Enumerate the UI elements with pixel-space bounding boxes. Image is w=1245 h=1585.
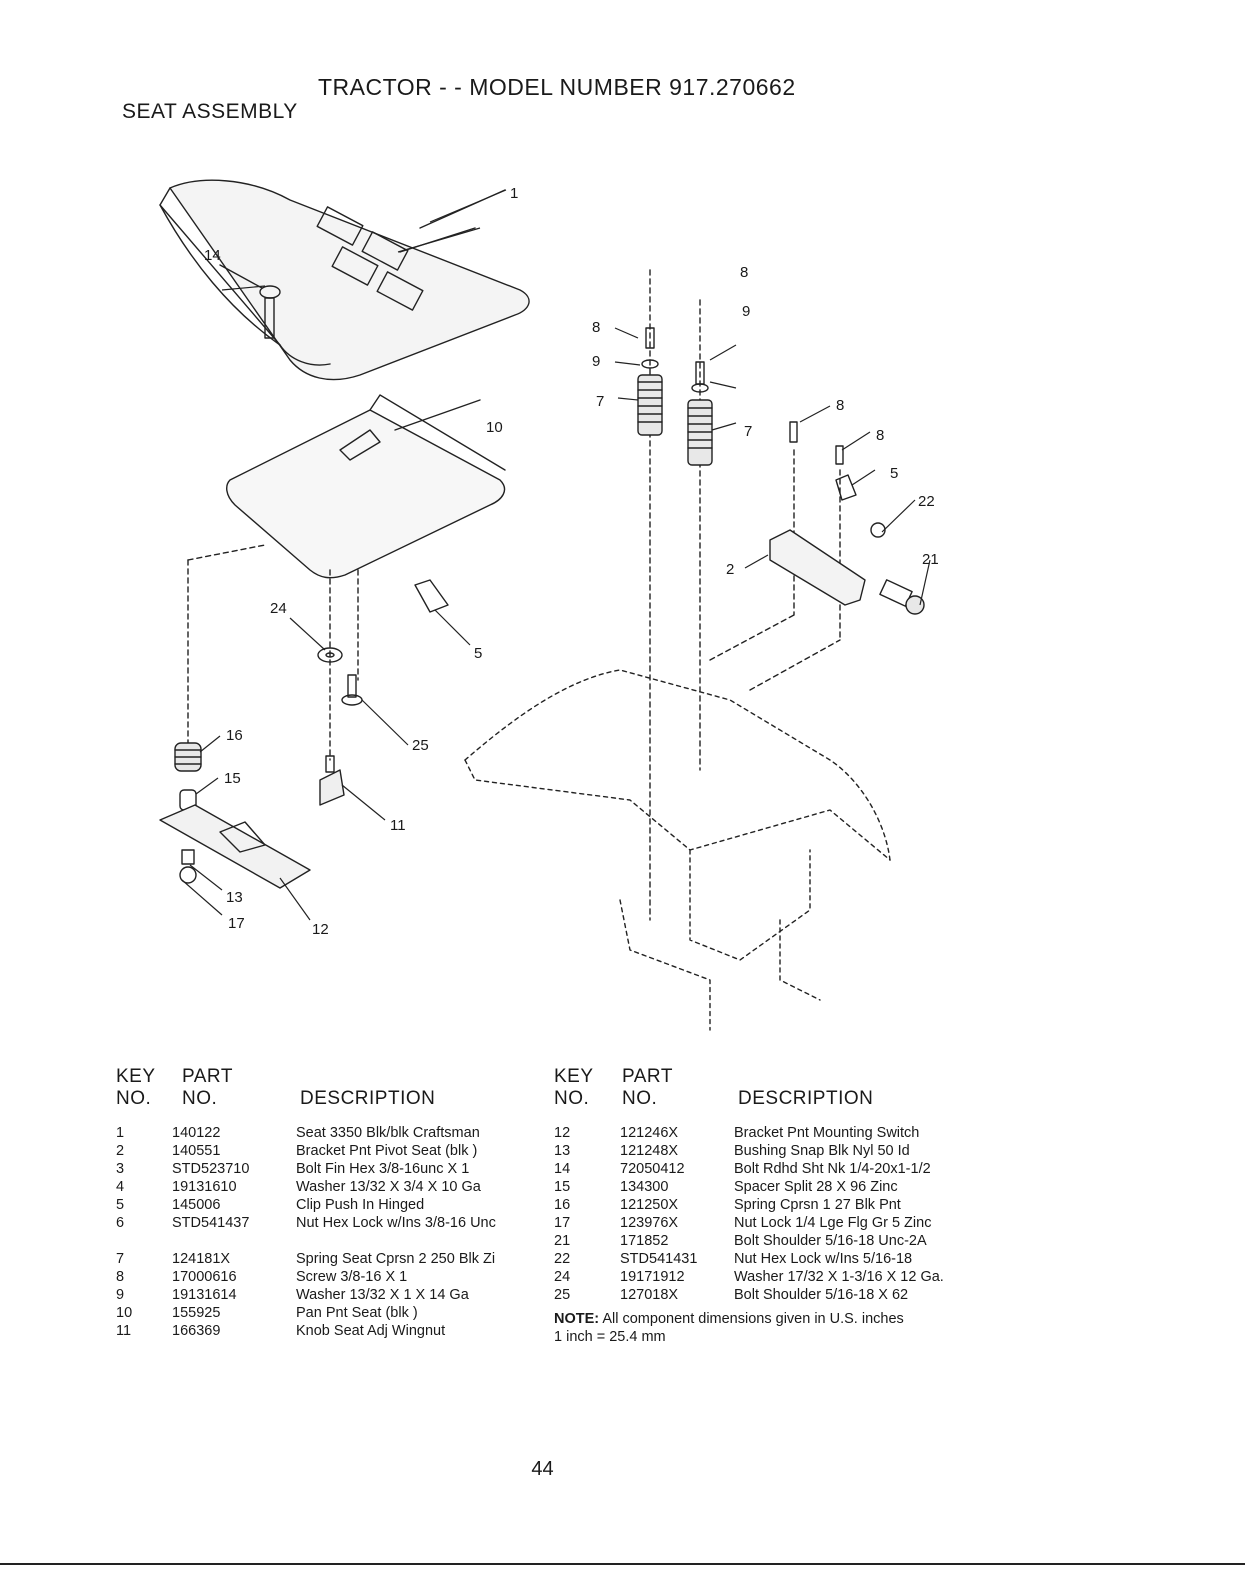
parts-header: KEY NO. PART NO. DESCRIPTION [554, 1066, 984, 1124]
callout-8c: 8 [836, 397, 844, 414]
callout-10: 10 [486, 419, 503, 436]
callout-5a: 5 [890, 465, 898, 482]
bolt-25-part [341, 674, 363, 706]
callout-14: 14 [204, 247, 221, 264]
diagram-svg: 1 14 10 8 9 7 8 9 7 8 8 5 22 21 2 24 5 1… [159, 179, 939, 1031]
bottom-rule [0, 1563, 1245, 1565]
callout-22: 22 [918, 493, 935, 510]
washer-24-part [317, 647, 343, 663]
spring-7-left-part [637, 374, 663, 436]
key-header: KEY NO. [116, 1066, 156, 1109]
callout-21: 21 [922, 551, 939, 568]
note-conversion: 1 inch = 25.4 mm [554, 1329, 666, 1345]
clip-5-right-part [835, 474, 857, 501]
page-title: TRACTOR - - MODEL NUMBER 917.270662 [318, 74, 796, 100]
callout-8d: 8 [876, 427, 884, 444]
callout-13: 13 [226, 889, 243, 906]
bolt-14-part [219, 264, 281, 339]
callout-5b: 5 [474, 645, 482, 662]
callout-24: 24 [270, 600, 287, 617]
key-header: KEY NO. [554, 1066, 594, 1109]
seat-part [159, 179, 530, 381]
alignment-lines [187, 269, 841, 921]
switch-bracket-part [159, 804, 311, 889]
knob-11-part [319, 755, 345, 806]
parts-header: KEY NO. PART NO. DESCRIPTION [116, 1066, 546, 1124]
callout-9b: 9 [742, 303, 750, 320]
shoulder-bolt-part [870, 522, 925, 615]
note-label: NOTE: [554, 1311, 600, 1327]
callout-17: 17 [228, 915, 245, 932]
description-header: DESCRIPTION [738, 1088, 874, 1109]
tractor-frame [464, 669, 891, 1031]
callout-8b: 8 [740, 264, 748, 281]
callout-1: 1 [510, 185, 518, 202]
clip-5-left-part [414, 579, 449, 613]
callout-7a: 7 [596, 393, 604, 410]
callout-12: 12 [312, 921, 329, 938]
callout-25: 25 [412, 737, 429, 754]
callout-8a: 8 [592, 319, 600, 336]
bushing-nut-part [179, 849, 197, 884]
pivot-bracket-part [769, 529, 866, 606]
callout-9a: 9 [592, 353, 600, 370]
section-title: SEAT ASSEMBLY [122, 100, 298, 123]
page-number: 44 [531, 1458, 554, 1480]
spring-7-right-part [687, 399, 713, 466]
callout-7b: 7 [744, 423, 752, 440]
part-header: PART NO. [182, 1066, 233, 1109]
callout-15: 15 [224, 770, 241, 787]
part-header: PART NO. [622, 1066, 673, 1109]
note-text: All component dimensions given in U.S. i… [602, 1311, 904, 1327]
exploded-parts-diagram: 1 14 10 8 9 7 8 9 7 8 8 5 22 21 2 24 5 1… [130, 160, 1030, 1040]
screws-washers [641, 327, 844, 465]
spring-16-part [174, 742, 202, 772]
dimension-note: NOTE: All component dimensions given in … [554, 1310, 984, 1346]
description-header: DESCRIPTION [300, 1088, 436, 1109]
callout-16: 16 [226, 727, 243, 744]
callout-2: 2 [726, 561, 734, 578]
callout-11: 11 [390, 817, 406, 834]
